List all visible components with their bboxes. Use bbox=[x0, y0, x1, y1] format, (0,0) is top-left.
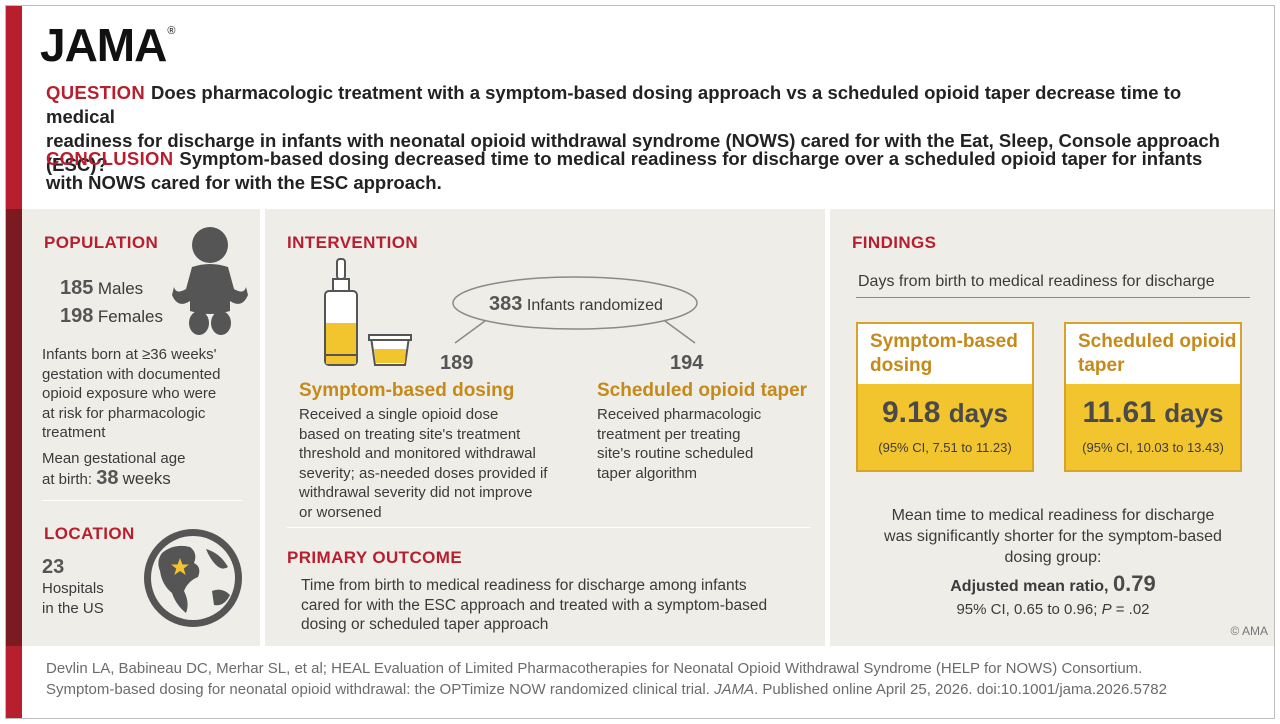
question-line-2: readiness for discharge in infants with … bbox=[46, 130, 1220, 175]
medication-bottle-icon bbox=[324, 258, 412, 366]
left-accent-bar bbox=[6, 6, 22, 718]
globe-icon bbox=[144, 529, 242, 627]
adjusted-ratio: Adjusted mean ratio, 0.79 bbox=[950, 571, 1156, 596]
ratio-ci: 95% CI, 0.65 to 0.96; P = .02 bbox=[956, 601, 1150, 618]
copyright: © AMA bbox=[1230, 624, 1268, 638]
card1-value: 9.18 days bbox=[882, 396, 1008, 429]
card1-ci: (95% CI, 7.51 to 11.23) bbox=[878, 440, 1012, 455]
randomized-count: 383 bbox=[489, 293, 523, 315]
findings-heading: FINDINGS bbox=[852, 233, 937, 252]
males-label: Males bbox=[97, 279, 144, 298]
card2-ci: (95% CI, 10.03 to 13.43) bbox=[1082, 440, 1224, 455]
intervention-divider bbox=[287, 527, 811, 528]
population-heading: POPULATION bbox=[44, 233, 159, 252]
randomized-text: 383 Infants randomized bbox=[489, 293, 663, 315]
intervention-panel: INTERVENTION 383 Infants randomized 189 … bbox=[265, 209, 825, 646]
arm2-description: Received pharmacologic treatment per tre… bbox=[597, 406, 762, 482]
intervention-heading: INTERVENTION bbox=[287, 233, 419, 252]
sex-counts: 185 Males 198 Females bbox=[60, 275, 163, 331]
question-line-1: Does pharmacologic treatment with a symp… bbox=[46, 82, 1182, 127]
question-keyword: QUESTION bbox=[46, 82, 146, 103]
findings-subtitle: Days from birth to medical readiness for… bbox=[858, 273, 1215, 290]
conclusion-line-1: Symptom-based dosing decreased time to m… bbox=[179, 148, 1203, 169]
ratio-value: 0.79 bbox=[1112, 571, 1156, 596]
conclusion-line-2: with NOWS cared for with the ESC approac… bbox=[46, 172, 442, 193]
jama-logo: JAMA® bbox=[40, 19, 175, 71]
population-description: Infants born at ≥36 weeks' gestation wit… bbox=[42, 346, 221, 441]
primary-outcome-text: Time from birth to medical readiness for… bbox=[301, 577, 768, 633]
population-divider bbox=[42, 500, 242, 501]
conclusion-keyword: CONCLUSION bbox=[46, 148, 174, 169]
females-count: 198 bbox=[60, 305, 94, 327]
citation: Devlin LA, Babineau DC, Merhar SL, et al… bbox=[46, 660, 1167, 698]
randomization-diagram bbox=[452, 276, 698, 344]
primary-outcome-heading: PRIMARY OUTCOME bbox=[287, 548, 463, 567]
infant-icon bbox=[172, 227, 248, 335]
arm2-title: Scheduled opioid taper bbox=[597, 380, 808, 401]
card2-value: 11.61 days bbox=[1082, 396, 1224, 429]
gestational-age-value: 38 bbox=[96, 466, 119, 489]
females-label: Females bbox=[97, 307, 164, 326]
hospital-count: 23 bbox=[42, 556, 65, 578]
journal-name: JAMA bbox=[714, 681, 755, 698]
findings-panel: FINDINGS Days from birth to medical read… bbox=[830, 209, 1274, 646]
findings-summary: Mean time to medical readiness for disch… bbox=[884, 507, 1222, 566]
arm2-count: 194 bbox=[670, 352, 704, 374]
findings-subtitle-rule bbox=[856, 297, 1250, 298]
population-panel: POPULATION 185 Males 198 Females Infants… bbox=[22, 209, 260, 646]
location-heading: LOCATION bbox=[44, 524, 135, 543]
arm1-title: Symptom-based dosing bbox=[299, 380, 515, 401]
arm1-description: Received a single opioid dose based on t… bbox=[299, 406, 548, 521]
arm1-count: 189 bbox=[440, 352, 474, 374]
location-text: 23 Hospitals in the US bbox=[42, 556, 104, 617]
gestational-age: Mean gestational age at birth: 38 weeks bbox=[42, 450, 186, 489]
males-count: 185 bbox=[60, 277, 94, 299]
